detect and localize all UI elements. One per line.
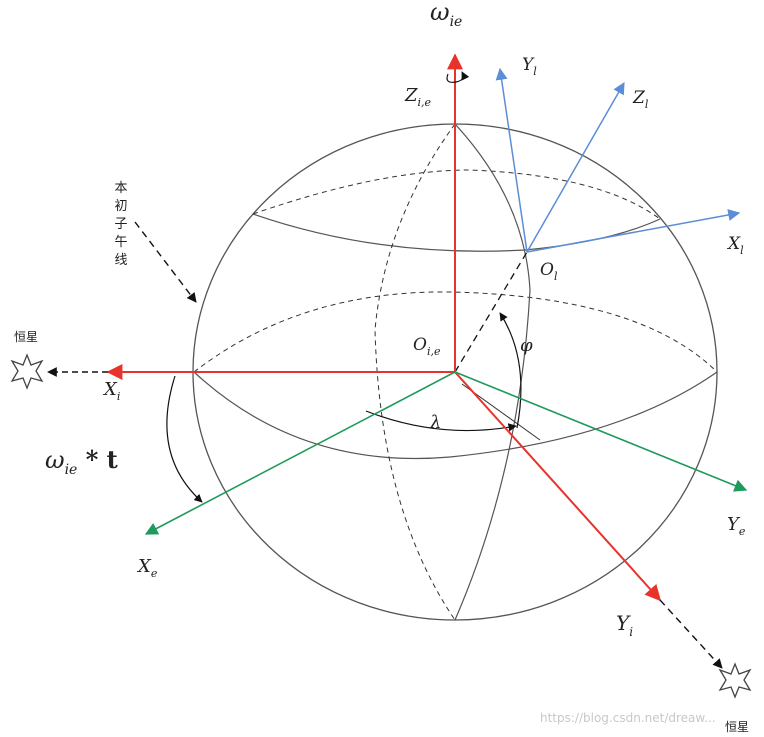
lambda-arc: [365, 410, 517, 432]
svg-text:午: 午: [114, 235, 127, 250]
star-right-icon: [718, 662, 752, 699]
z-l-label: Zl: [632, 88, 649, 111]
omega-t-arc: [166, 375, 203, 503]
phi-arc: [499, 312, 522, 429]
z-ie-label: Zi,e: [404, 85, 432, 109]
radius-to-ol: [454, 251, 528, 373]
svg-text:初: 初: [114, 199, 127, 214]
star-left-label: 恒星: [14, 330, 38, 344]
x-l-axis: [526, 209, 741, 253]
x-e-label: Xe: [136, 556, 158, 580]
y-e-label: Ye: [727, 514, 746, 538]
z-l-axis: [526, 81, 625, 253]
o-ie-label: Oi,e: [413, 335, 441, 358]
prime-meridian-pointer: [134, 221, 197, 303]
svg-text:子: 子: [114, 217, 127, 232]
omega-ie-label: ωie: [430, 0, 462, 30]
svg-text:本: 本: [114, 181, 127, 196]
omega-t-label: ωie * t: [45, 445, 118, 478]
x-e-axis: [144, 371, 456, 535]
y-l-axis: [495, 67, 528, 253]
phi-label: φ: [520, 335, 533, 356]
x-l-label: Xl: [726, 234, 744, 257]
y-i-axis: [454, 371, 662, 602]
y-l-label: Yl: [522, 55, 537, 78]
o-l-label: Ol: [540, 260, 558, 283]
prime-meridian-label: 本 初 子 午 线: [114, 181, 127, 268]
star-left-icon: [10, 353, 44, 390]
watermark: https://blog.csdn.net/dreaw...: [540, 711, 716, 725]
lambda-label: λ: [429, 412, 441, 433]
latitude-circle-back: [252, 169, 661, 220]
rotation-indicator-icon: [446, 71, 470, 83]
latitude-circle-front: [252, 213, 661, 252]
y-i-star-line: [659, 599, 723, 669]
star-right-label: 恒星: [725, 720, 749, 734]
prime-meridian: [374, 123, 456, 621]
y-e-axis: [454, 371, 748, 492]
equator-back: [193, 291, 718, 373]
y-i-label: Yi: [616, 611, 633, 639]
svg-text:线: 线: [114, 253, 127, 268]
local-meridian: [454, 123, 531, 621]
equator-front: [193, 371, 718, 460]
x-i-label: Xi: [102, 379, 120, 403]
